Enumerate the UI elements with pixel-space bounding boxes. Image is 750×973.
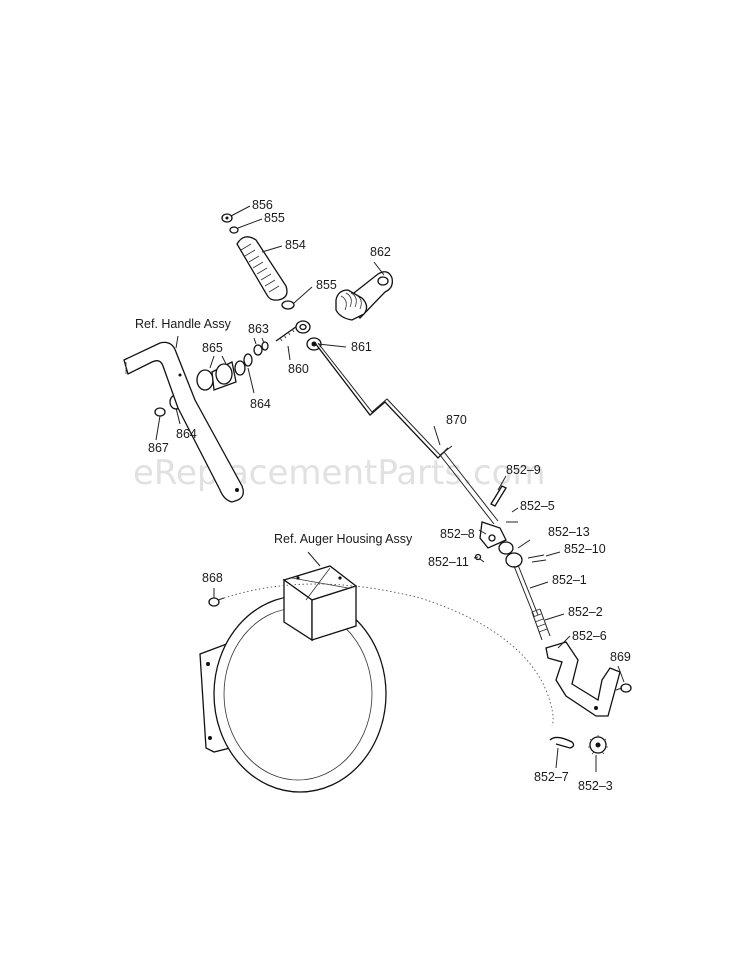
washer-864-upper [243,353,253,367]
leader-lines [155,205,625,772]
screw-852-11 [474,553,485,563]
label-860: 860 [288,362,309,376]
label-852-9: 852–9 [506,463,541,477]
label-852-3: 852–3 [578,779,613,793]
washer-855-top [229,226,239,234]
auger-housing [199,565,387,793]
nut-867 [154,407,166,417]
label-867: 867 [148,441,169,455]
bracket-852-6 [545,641,621,717]
shift-rod-870 [314,342,499,525]
label-852-13: 852–13 [548,525,590,539]
label-862: 862 [370,245,391,259]
label-868: 868 [202,571,223,585]
bushing-865 [196,360,246,391]
yoke-852-8 [479,521,507,549]
label-852-8: 852–8 [440,527,475,541]
label-852-1: 852–1 [552,573,587,587]
label-869: 869 [610,650,631,664]
watermark: eReplacementParts.com [133,453,546,493]
bolt-869 [615,683,632,693]
phantom-arc [223,583,554,727]
rod-end-862 [335,271,393,321]
washer-856 [221,213,233,223]
label-865: 865 [202,341,223,355]
label-852-2: 852–2 [568,605,603,619]
label-863: 863 [248,322,269,336]
spring-852-2 [531,608,551,641]
label-852-5: 852–5 [520,499,555,513]
label-855-top: 855 [264,211,285,225]
label-856: 856 [252,198,273,212]
bolt-860 [275,320,311,342]
gear-852-3 [588,735,608,755]
label-870: 870 [446,413,467,427]
label-854: 854 [285,238,306,252]
washer-855-lower [281,300,295,310]
clip-852-7 [549,736,575,749]
pin-852-10 [527,554,547,563]
label-852-10: 852–10 [564,542,606,556]
label-852-6: 852–6 [572,629,607,643]
label-864-upper: 864 [250,397,271,411]
handle-grip-854 [236,236,288,301]
label-852-7: 852–7 [534,770,569,784]
label-852-11: 852–11 [428,555,469,569]
ref-handle-assy-label: Ref. Handle Assy [135,317,232,331]
collar-852-13 [498,541,523,568]
shaft-852-1 [513,564,539,617]
bolt-868 [208,597,225,607]
washers-863 [253,341,269,356]
ref-auger-housing-label: Ref. Auger Housing Assy [274,532,413,546]
label-864-lower: 864 [176,427,197,441]
pin-852-9 [490,485,507,507]
handle-assy-frame [123,341,244,503]
label-855-lower: 855 [316,278,337,292]
label-861: 861 [351,340,372,354]
